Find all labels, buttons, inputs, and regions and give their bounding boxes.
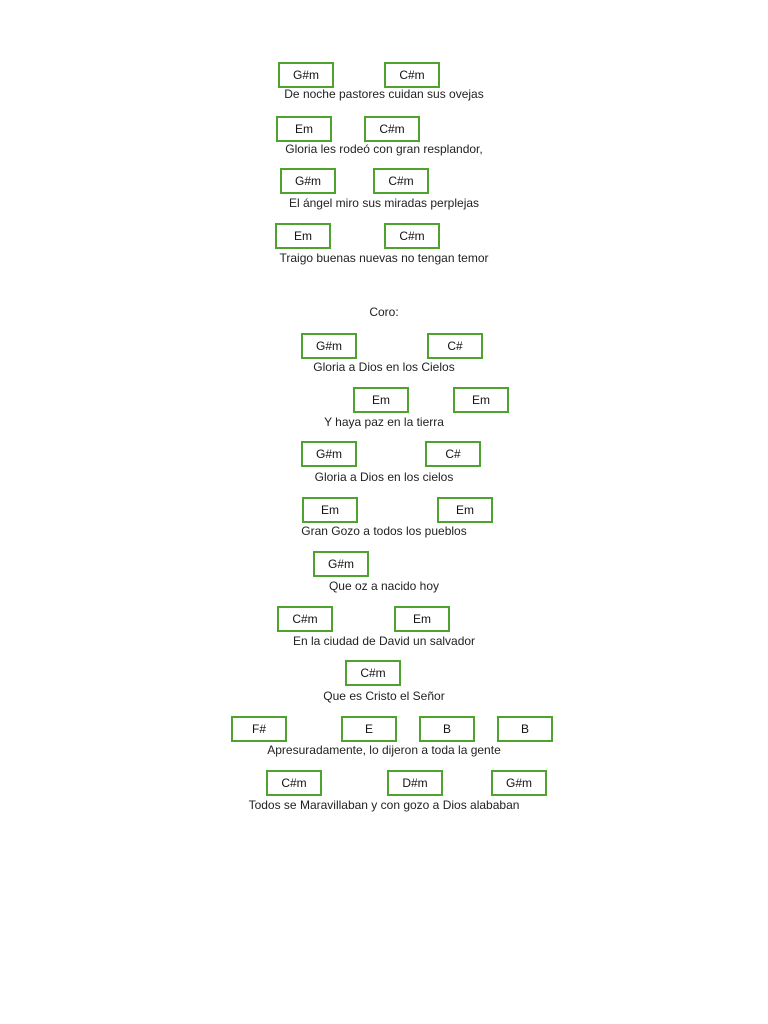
- chord-box: Em: [275, 223, 331, 249]
- chord-box: D#m: [387, 770, 443, 796]
- lyric-line: Gloria les rodeó con gran resplandor,: [285, 142, 483, 156]
- chord-box: G#m: [313, 551, 369, 577]
- lyric-line: Gran Gozo a todos los pueblos: [301, 524, 467, 538]
- chord-box: C#: [425, 441, 481, 467]
- section-label: Coro:: [369, 305, 399, 319]
- chord-box: C#m: [277, 606, 333, 632]
- chord-box: C#m: [373, 168, 429, 194]
- lyric-line: En la ciudad de David un salvador: [292, 634, 476, 648]
- lyric-line: Y haya paz en la tierra: [324, 415, 444, 429]
- chord-box: C#m: [364, 116, 420, 142]
- chord-box: C#m: [345, 660, 401, 686]
- chord-box: Em: [276, 116, 332, 142]
- lyric-line: Todos se Maravillaban y con gozo a Dios …: [248, 798, 520, 812]
- chord-box: E: [341, 716, 397, 742]
- lyric-line: Apresuradamente, lo dijeron a toda la ge…: [267, 743, 501, 757]
- chord-box: G#m: [278, 62, 334, 88]
- lyric-line: El ángel miro sus miradas perplejas: [288, 196, 480, 210]
- chord-box: Em: [437, 497, 493, 523]
- chord-box: C#m: [266, 770, 322, 796]
- lyric-line: Que es Cristo el Señor: [323, 689, 445, 703]
- chord-box: G#m: [301, 333, 357, 359]
- chord-box: G#m: [280, 168, 336, 194]
- chord-box: C#: [427, 333, 483, 359]
- chord-box: G#m: [491, 770, 547, 796]
- chord-box: C#m: [384, 223, 440, 249]
- chord-box: G#m: [301, 441, 357, 467]
- chord-box: Em: [394, 606, 450, 632]
- chord-box: B: [419, 716, 475, 742]
- chord-box: C#m: [384, 62, 440, 88]
- lyric-line: Que oz a nacido hoy: [328, 579, 440, 593]
- lyric-line: Gloria a Dios en los cielos: [314, 470, 454, 484]
- chord-box: Em: [353, 387, 409, 413]
- lyric-line: Traigo buenas nuevas no tengan temor: [279, 251, 489, 265]
- lyric-line: Gloria a Dios en los Cielos: [313, 360, 455, 374]
- chord-box: Em: [302, 497, 358, 523]
- chord-box: F#: [231, 716, 287, 742]
- lyric-line: De noche pastores cuidan sus ovejas: [284, 87, 484, 101]
- chord-box: Em: [453, 387, 509, 413]
- chord-box: B: [497, 716, 553, 742]
